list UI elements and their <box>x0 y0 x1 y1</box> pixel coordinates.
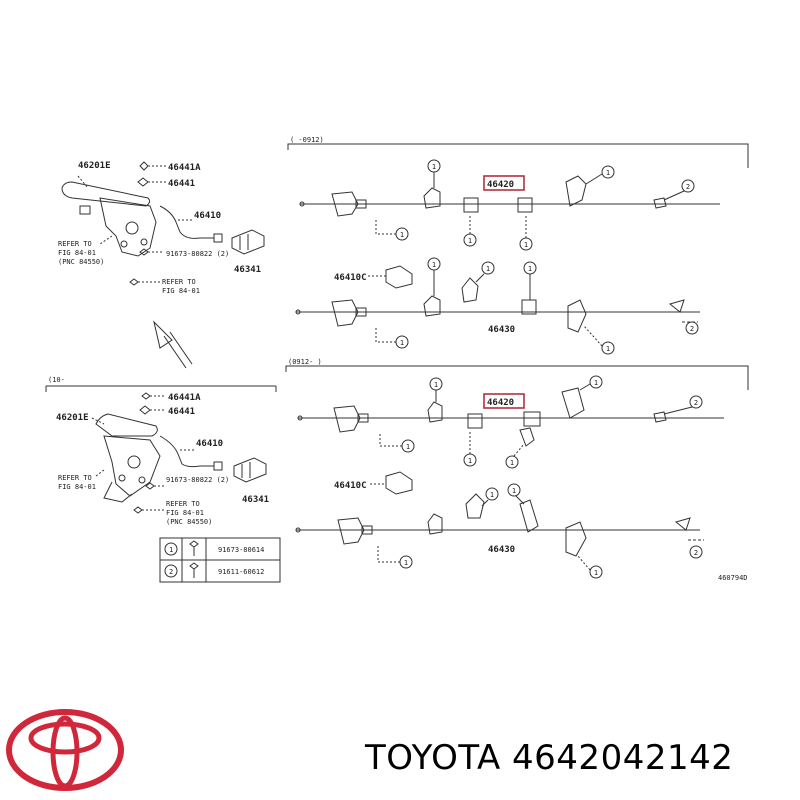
callout-1: 1 <box>406 443 410 451</box>
range-label-right-bottom: (0912- ) <box>288 358 322 366</box>
label-46441-bottom: 46441 <box>168 407 195 417</box>
legend-part-1: 91673-80614 <box>218 546 264 554</box>
callout-1: 1 <box>468 237 472 245</box>
legend-num-2: 2 <box>169 568 173 576</box>
label-46341-bottom: 46341 <box>242 495 269 505</box>
refer-to-bottom-2: REFER TO <box>166 500 200 508</box>
label-46420-top: 46420 <box>487 180 514 190</box>
bolt-part-top: 91673-80822 (2) <box>166 250 229 258</box>
fig-ref-bottom-2: FIG 84-01 <box>166 509 204 517</box>
label-46410c-bottom: 46410C <box>334 481 367 491</box>
label-46430-top: 46430 <box>488 325 515 335</box>
refer-to-top-1: REFER TO <box>58 240 92 248</box>
callout-1: 1 <box>524 241 528 249</box>
legend-num-1: 1 <box>169 546 173 554</box>
label-46441-top: 46441 <box>168 179 195 189</box>
refer-to-top-2: REFER TO <box>162 278 196 286</box>
label-46341-top: 46341 <box>234 265 261 275</box>
label-46410-top: 46410 <box>194 211 221 221</box>
label-46441a-bottom: 46441A <box>168 393 201 403</box>
callout-1: 1 <box>432 261 436 269</box>
callout-1: 1 <box>606 345 610 353</box>
cable-group-bottom <box>285 365 749 579</box>
callout-1: 1 <box>468 457 472 465</box>
callout-1: 1 <box>404 559 408 567</box>
label-46201e-top: 46201E <box>78 161 111 171</box>
callout-1: 1 <box>486 265 490 273</box>
callout-1: 1 <box>594 569 598 577</box>
label-46420-bottom: 46420 <box>487 398 514 408</box>
range-label-right-top: ( -0912) <box>290 136 324 144</box>
callout-2: 2 <box>694 549 698 557</box>
callout-1: 1 <box>606 169 610 177</box>
label-46430-bottom: 46430 <box>488 545 515 555</box>
callout-1: 1 <box>432 163 436 171</box>
callout-1: 1 <box>490 491 494 499</box>
range-label-left-bottom: (10- <box>48 376 65 384</box>
callout-1: 1 <box>400 231 404 239</box>
cable-group-top <box>287 143 749 355</box>
legend-part-2: 91611-60612 <box>218 568 264 576</box>
label-46441a-top: 46441A <box>168 163 201 173</box>
callout-1: 1 <box>528 265 532 273</box>
bolt-part-bottom: 91673-80822 (2) <box>166 476 229 484</box>
lever-assembly-top <box>61 161 265 286</box>
callout-2: 2 <box>690 325 694 333</box>
toyota-logo-icon <box>6 709 124 791</box>
lever-assembly-bottom <box>45 385 277 514</box>
brand-part-number: TOYOTA 4642042142 <box>365 738 734 778</box>
legend-table <box>159 537 281 583</box>
label-46410-bottom: 46410 <box>196 439 223 449</box>
callout-1: 1 <box>512 487 516 495</box>
fig-ref-top-1: FIG 84-01 <box>58 249 96 257</box>
callout-1: 1 <box>434 381 438 389</box>
fig-ref-top-2: FIG 84-01 <box>162 287 200 295</box>
callout-1: 1 <box>400 339 404 347</box>
label-46410c-top: 46410C <box>334 273 367 283</box>
callout-1: 1 <box>510 459 514 467</box>
pnc-ref-top: (PNC 84550) <box>58 258 104 266</box>
callout-2: 2 <box>686 183 690 191</box>
fig-ref-bottom-1: FIG 84-01 <box>58 483 96 491</box>
callout-1: 1 <box>594 379 598 387</box>
callout-2: 2 <box>694 399 698 407</box>
refer-arrow <box>153 320 193 369</box>
pnc-ref-bottom: (PNC 84550) <box>166 518 212 526</box>
label-46201e-bottom: 46201E <box>56 413 89 423</box>
refer-to-bottom-1: REFER TO <box>58 474 92 482</box>
figure-code: 460794D <box>718 574 748 582</box>
